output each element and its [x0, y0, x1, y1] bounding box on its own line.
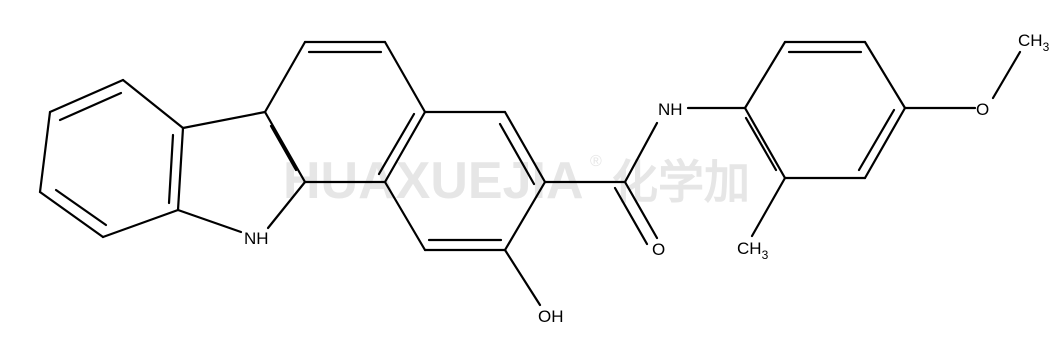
bonds: [38, 40, 1022, 307]
bond-aryl-1: [743, 40, 787, 110]
atom-nh-amide: NH: [658, 100, 683, 119]
bond-pyrrole-1: [181, 110, 267, 130]
bond-carbonyl-2: [613, 186, 649, 246]
bond-left-ring-6: [38, 110, 52, 194]
bond-hydroxyl: [503, 248, 542, 307]
bond-left-ring-5: [38, 190, 105, 239]
bond-methyl: [750, 176, 787, 238]
methyl-ch-text: CH: [737, 239, 762, 258]
bond-carbonyl-1: [623, 180, 659, 240]
methyl-subscript: 3: [762, 248, 769, 262]
bond-left-ring-1-inner: [58, 91, 123, 122]
bond-left-ring-3: [176, 126, 185, 212]
bond-left-ring-3-inner: [167, 133, 175, 205]
bond-mid-ring-1: [263, 40, 307, 114]
atom-nh-ring: NH: [244, 229, 269, 248]
bond-left-ring-1: [48, 78, 125, 114]
bond-mid-ring-3: [383, 40, 427, 114]
atom-hydroxyl: OH: [538, 307, 564, 326]
watermark-registered: ®: [590, 153, 602, 170]
bond-pyrrole-2: [263, 110, 307, 184]
bond-pyrrole-4: [176, 208, 243, 234]
atom-methoxy-methyl: CH3: [1018, 31, 1050, 54]
bond-right-ring-5: [383, 180, 427, 252]
methoxy-subscript: 3: [1043, 40, 1050, 54]
bond-left-ring-2: [121, 78, 185, 130]
bond-right-ring-2: [503, 110, 547, 184]
bond-mid-ring-4: [383, 110, 427, 184]
bond-aryl-4: [863, 106, 907, 180]
atom-labels: NH NH O OH O CH3 CH3: [244, 31, 1050, 326]
bond-aryl-6-inner: [744, 116, 778, 172]
bond-right-ring-3: [503, 180, 547, 252]
bond-left-ring-4: [101, 208, 180, 239]
bond-pyrrole-3: [266, 180, 307, 230]
bond-amide-n: [623, 121, 659, 184]
bond-mid-ring-4-inner: [377, 112, 416, 176]
bond-aryl-4-inner: [857, 108, 896, 172]
bond-pyrrole-2-inner: [269, 124, 298, 172]
bond-right-ring-2-inner: [498, 122, 536, 186]
bond-methoxy-2: [991, 50, 1022, 100]
atom-methoxy-oxygen: O: [976, 100, 989, 119]
methoxy-ch-text: CH: [1018, 31, 1043, 50]
watermark-chinese: 化学加: [612, 155, 750, 209]
atom-aryl-methyl: CH3: [737, 239, 769, 262]
atom-carbonyl-oxygen: O: [652, 240, 665, 259]
bond-left-ring-5-inner: [54, 188, 108, 227]
bond-aryl-3: [863, 40, 907, 110]
bond-aryl-6: [743, 106, 787, 180]
